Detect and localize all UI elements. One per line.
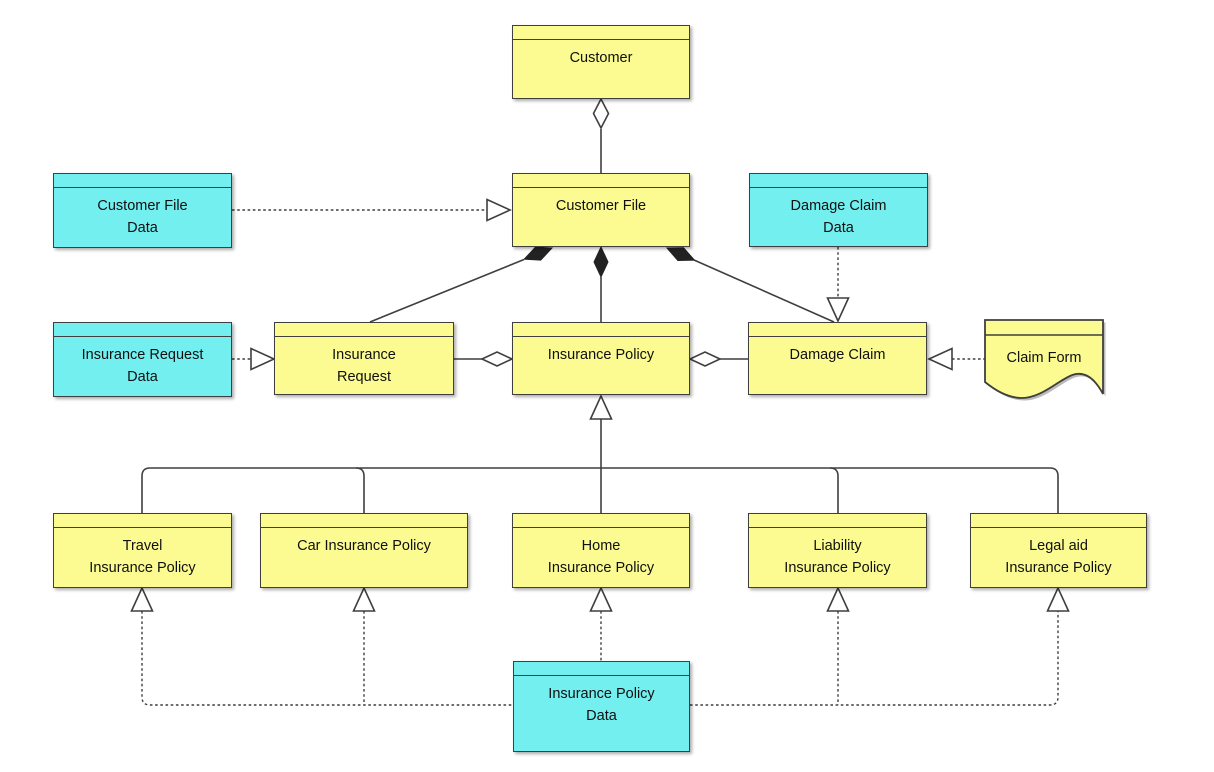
node-header-bar bbox=[513, 514, 689, 528]
label-line: Insurance Policy bbox=[547, 347, 655, 363]
rel-insurance-request-data-realizes-insurance-request bbox=[232, 347, 276, 371]
rel-insurance-policy-aggregates-insurance-request bbox=[454, 351, 514, 367]
node-header-bar bbox=[513, 26, 689, 40]
node-car-insurance-policy[interactable]: Car Insurance Policy bbox=[260, 513, 468, 588]
node-label: Car Insurance Policy bbox=[261, 528, 467, 587]
node-travel-insurance-policy[interactable]: Travel Insurance Policy bbox=[53, 513, 232, 588]
node-label: Liability Insurance Policy bbox=[749, 528, 926, 587]
node-header-bar bbox=[54, 174, 231, 188]
label-line: Car Insurance Policy bbox=[297, 538, 431, 554]
node-header-bar bbox=[54, 323, 231, 337]
label-line: Customer bbox=[569, 50, 633, 66]
node-customer-file[interactable]: Customer File bbox=[512, 173, 690, 247]
label-line: Insurance Request bbox=[81, 347, 204, 363]
rel-specialization-bus bbox=[141, 394, 1059, 513]
node-insurance-policy[interactable]: Insurance Policy bbox=[512, 322, 690, 395]
node-header-bar bbox=[261, 514, 467, 528]
label-line: Damage Claim bbox=[789, 347, 886, 363]
label-line: Customer File bbox=[97, 198, 188, 214]
label-line: Customer File bbox=[555, 198, 647, 214]
rel-damage-claim-data-realizes-damage-claim bbox=[826, 247, 850, 323]
label-line: Insurance Policy bbox=[89, 560, 196, 576]
rel-insurance-policy-aggregates-damage-claim bbox=[688, 351, 748, 367]
label-line: Insurance Policy bbox=[547, 560, 655, 576]
label-line: Data bbox=[823, 220, 854, 236]
node-header-bar bbox=[513, 323, 689, 337]
rel-customer-file-data-realizes-customer-file bbox=[232, 198, 512, 222]
node-label: Customer File bbox=[513, 188, 689, 246]
node-customer[interactable]: Customer bbox=[512, 25, 690, 99]
node-label: Legal aid Insurance Policy bbox=[971, 528, 1146, 587]
label-line: Liability bbox=[813, 538, 862, 554]
node-header-bar bbox=[514, 662, 689, 676]
node-label: Customer File Data bbox=[54, 188, 231, 247]
node-damage-claim[interactable]: Damage Claim bbox=[748, 322, 927, 395]
label-line: Legal aid bbox=[1029, 538, 1088, 554]
node-header-bar bbox=[749, 323, 926, 337]
node-header-bar bbox=[54, 514, 231, 528]
node-home-insurance-policy[interactable]: Home Insurance Policy bbox=[512, 513, 690, 588]
node-label: Damage Claim Data bbox=[750, 188, 927, 246]
node-label: Insurance Request Data bbox=[54, 337, 231, 396]
label-line: Insurance Policy bbox=[784, 560, 891, 576]
node-damage-claim-data[interactable]: Damage Claim Data bbox=[749, 173, 928, 247]
rel-customer-aggregates-customer-file bbox=[592, 97, 610, 173]
node-label: Insurance Policy Data bbox=[514, 676, 689, 751]
node-insurance-request-data[interactable]: Insurance Request Data bbox=[53, 322, 232, 397]
label-line: Damage Claim bbox=[790, 198, 887, 214]
node-label: Damage Claim bbox=[749, 337, 926, 394]
rel-insurance-policy-data-realizations bbox=[130, 586, 1070, 706]
rel-customer-file-composes-insurance-request bbox=[369, 246, 554, 323]
node-header-bar bbox=[750, 174, 927, 188]
node-claim-form-label: Claim Form bbox=[1006, 350, 1082, 366]
node-label: Home Insurance Policy bbox=[513, 528, 689, 587]
node-header-bar bbox=[971, 514, 1146, 528]
node-header-bar bbox=[513, 174, 689, 188]
label-line: Data bbox=[127, 369, 158, 385]
node-label: Insurance Request bbox=[275, 337, 453, 394]
node-insurance-policy-data[interactable]: Insurance Policy Data bbox=[513, 661, 690, 752]
node-liability-insurance-policy[interactable]: Liability Insurance Policy bbox=[748, 513, 927, 588]
label-line: Request bbox=[336, 369, 391, 385]
node-header-bar bbox=[749, 514, 926, 528]
node-customer-file-data[interactable]: Customer File Data bbox=[53, 173, 232, 248]
node-claim-form[interactable] bbox=[984, 319, 1106, 401]
label-line: Insurance bbox=[332, 347, 396, 363]
node-label: Insurance Policy bbox=[513, 337, 689, 394]
label-line: Data bbox=[127, 220, 158, 236]
node-header-bar bbox=[275, 323, 453, 337]
label-line: Data bbox=[586, 708, 617, 724]
rel-claim-form-realizes-damage-claim bbox=[927, 347, 985, 371]
rel-customer-file-composes-insurance-policy bbox=[593, 245, 609, 322]
node-label: Customer bbox=[513, 40, 689, 98]
label-line: Insurance Policy bbox=[1005, 560, 1112, 576]
node-legal-aid-insurance-policy[interactable]: Legal aid Insurance Policy bbox=[970, 513, 1147, 588]
label-line: Insurance Policy bbox=[548, 686, 655, 702]
node-label: Travel Insurance Policy bbox=[54, 528, 231, 587]
node-insurance-request[interactable]: Insurance Request bbox=[274, 322, 454, 395]
rel-customer-file-composes-damage-claim bbox=[665, 247, 835, 323]
label-line: Home bbox=[581, 538, 621, 554]
label-line: Travel bbox=[122, 538, 163, 554]
